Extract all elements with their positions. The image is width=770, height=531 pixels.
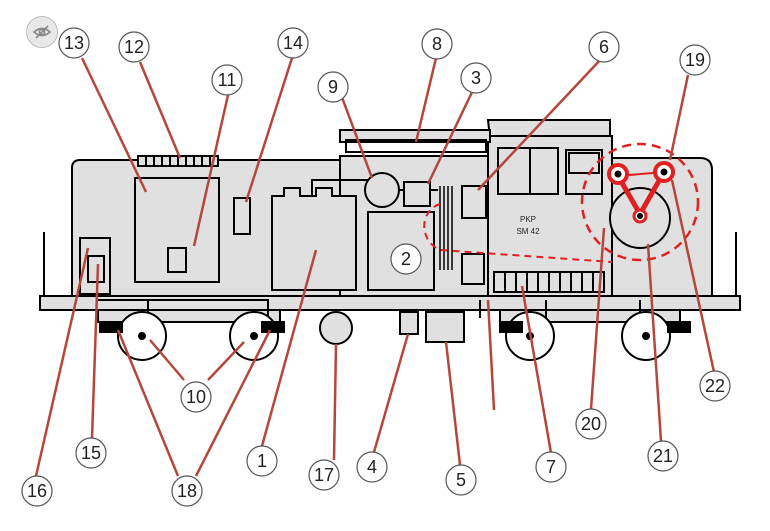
svg-text:15: 15 xyxy=(81,443,101,463)
callout-22: 22 xyxy=(699,370,731,402)
svg-text:10: 10 xyxy=(186,387,206,407)
callout-11: 11 xyxy=(211,64,243,96)
visibility-toggle-button[interactable] xyxy=(26,16,58,48)
svg-text:9: 9 xyxy=(328,77,338,97)
svg-text:14: 14 xyxy=(283,33,303,53)
svg-text:7: 7 xyxy=(546,457,556,477)
svg-text:12: 12 xyxy=(124,37,144,57)
leader-lines xyxy=(34,57,716,477)
radiator-grille xyxy=(137,155,219,167)
callout-14: 14 xyxy=(277,27,309,59)
callout-4: 4 xyxy=(356,451,388,483)
eye-slash-icon xyxy=(32,25,52,39)
callout-18: 18 xyxy=(171,475,203,507)
grille-7 xyxy=(493,271,605,293)
callout-markers: 1 2 3 4 5 6 7 8 9 10 11 12 13 14 15 16 1… xyxy=(21,27,731,507)
svg-text:11: 11 xyxy=(218,70,237,90)
callout-5: 5 xyxy=(445,464,477,496)
svg-text:2: 2 xyxy=(401,249,411,269)
callout-10: 10 xyxy=(180,381,212,413)
svg-text:21: 21 xyxy=(653,446,673,466)
callout-17: 17 xyxy=(308,459,340,491)
callout-8: 8 xyxy=(421,28,453,60)
callout-1: 1 xyxy=(246,445,278,477)
svg-text:18: 18 xyxy=(177,481,197,501)
svg-text:19: 19 xyxy=(685,50,705,70)
svg-text:8: 8 xyxy=(432,34,442,54)
callout-2: 2 xyxy=(390,243,422,275)
plate-line1: PKP xyxy=(520,215,536,224)
callout-9: 9 xyxy=(317,71,349,103)
svg-text:4: 4 xyxy=(367,457,377,477)
svg-text:13: 13 xyxy=(64,33,84,53)
callout-21: 21 xyxy=(647,440,679,472)
svg-text:1: 1 xyxy=(257,451,267,471)
svg-text:22: 22 xyxy=(705,376,725,396)
highlight-dots xyxy=(614,168,668,219)
plate-line2: SM 42 xyxy=(516,227,540,236)
callout-16: 16 xyxy=(21,475,53,507)
callout-12: 12 xyxy=(118,31,150,63)
svg-text:20: 20 xyxy=(581,414,601,434)
callout-19: 19 xyxy=(679,44,711,76)
svg-text:16: 16 xyxy=(27,481,47,501)
callout-3: 3 xyxy=(460,62,492,94)
svg-text:5: 5 xyxy=(456,470,466,490)
callout-6: 6 xyxy=(588,31,620,63)
callout-7: 7 xyxy=(535,451,567,483)
callout-15: 15 xyxy=(75,437,107,469)
svg-text:17: 17 xyxy=(314,465,334,485)
svg-text:3: 3 xyxy=(471,68,481,88)
callout-13: 13 xyxy=(58,27,90,59)
engine-equipment xyxy=(79,139,671,345)
svg-text:6: 6 xyxy=(599,37,609,57)
callout-20: 20 xyxy=(575,408,607,440)
